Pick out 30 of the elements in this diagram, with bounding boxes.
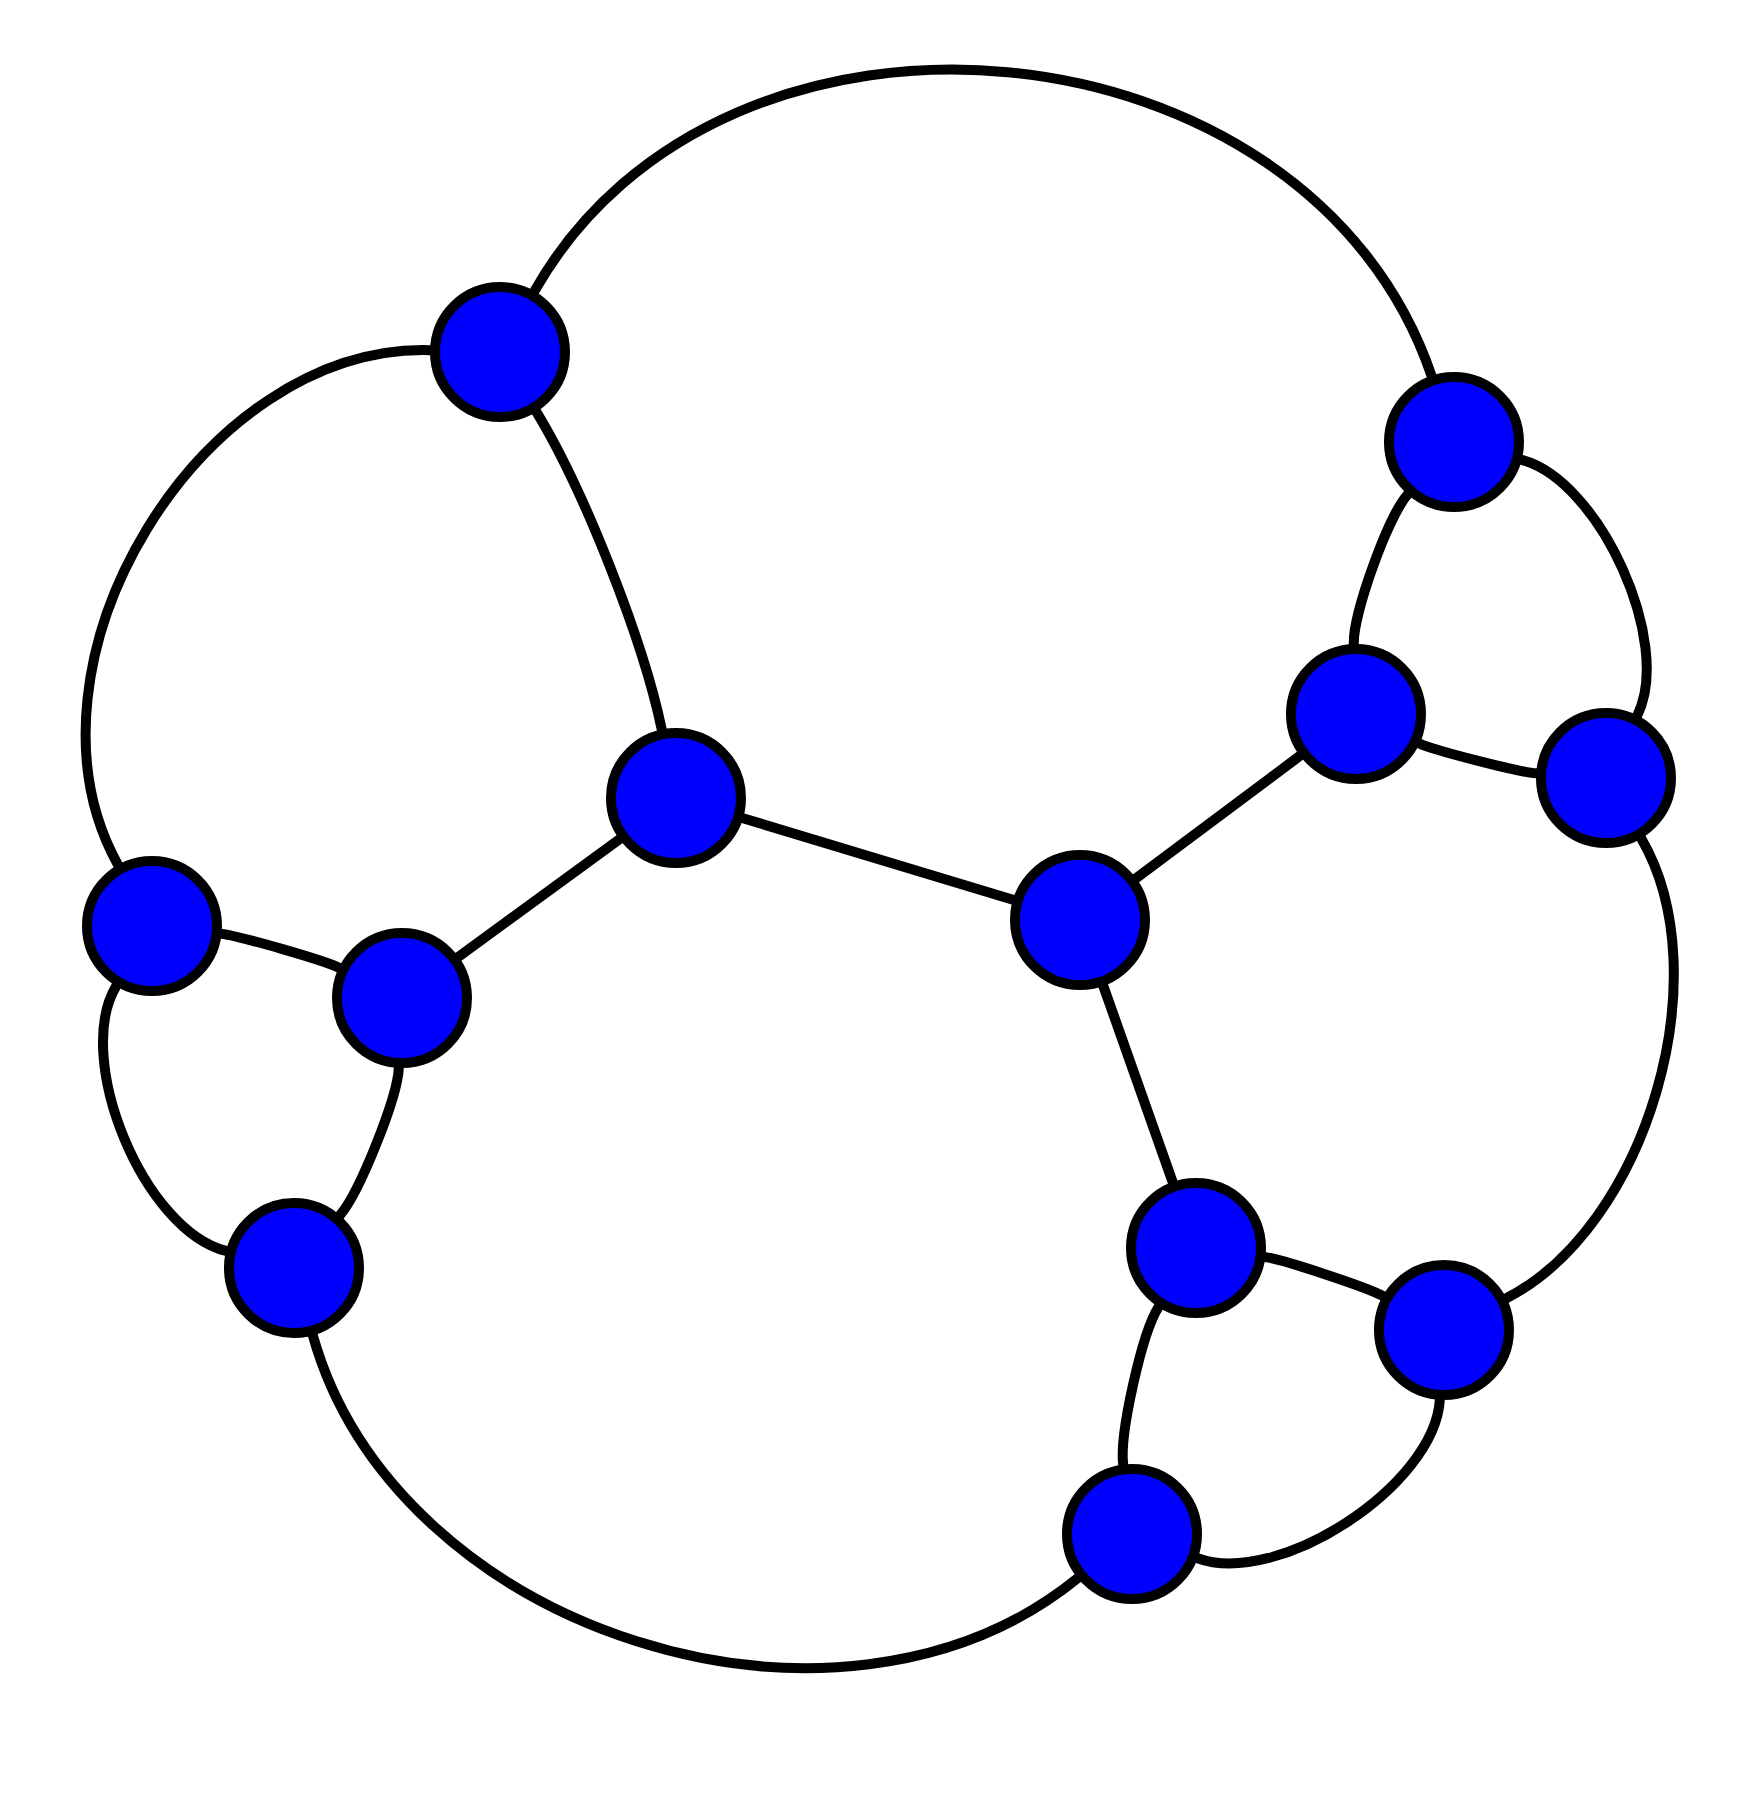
edge-curve bbox=[1260, 1252, 1388, 1301]
edge-curve bbox=[1516, 454, 1652, 721]
vertex-circle bbox=[1373, 1260, 1514, 1400]
edge-curve bbox=[1414, 738, 1542, 779]
edge-line bbox=[1131, 750, 1305, 884]
vertex-circle bbox=[82, 856, 222, 996]
edge-line bbox=[738, 813, 1018, 905]
edge-curve bbox=[216, 928, 344, 973]
edge-line bbox=[453, 834, 625, 962]
edge-curve bbox=[529, 65, 1437, 381]
edge-curve bbox=[98, 981, 232, 1256]
edge-curve bbox=[1117, 1302, 1164, 1470]
edge-curve bbox=[531, 406, 667, 735]
vertex-circle bbox=[606, 728, 746, 868]
edge-curve bbox=[1348, 489, 1413, 650]
vertex-circle bbox=[1126, 1178, 1266, 1318]
vertex-circle bbox=[1010, 850, 1150, 990]
vertex-circle bbox=[224, 1198, 364, 1338]
vertex-circle bbox=[1536, 708, 1676, 848]
edge-curve bbox=[307, 1330, 1083, 1673]
vertex-circle bbox=[1062, 1464, 1202, 1604]
vertex-circle bbox=[332, 928, 472, 1068]
vertex-circle bbox=[430, 282, 570, 422]
vertex-circle bbox=[1384, 372, 1524, 512]
edge-curve bbox=[1501, 833, 1679, 1304]
edge-line bbox=[1098, 981, 1178, 1187]
vertex-circle bbox=[1286, 644, 1426, 784]
edge-curve bbox=[334, 1062, 404, 1221]
edge-curve bbox=[81, 345, 435, 870]
edge-curve bbox=[1192, 1394, 1445, 1568]
